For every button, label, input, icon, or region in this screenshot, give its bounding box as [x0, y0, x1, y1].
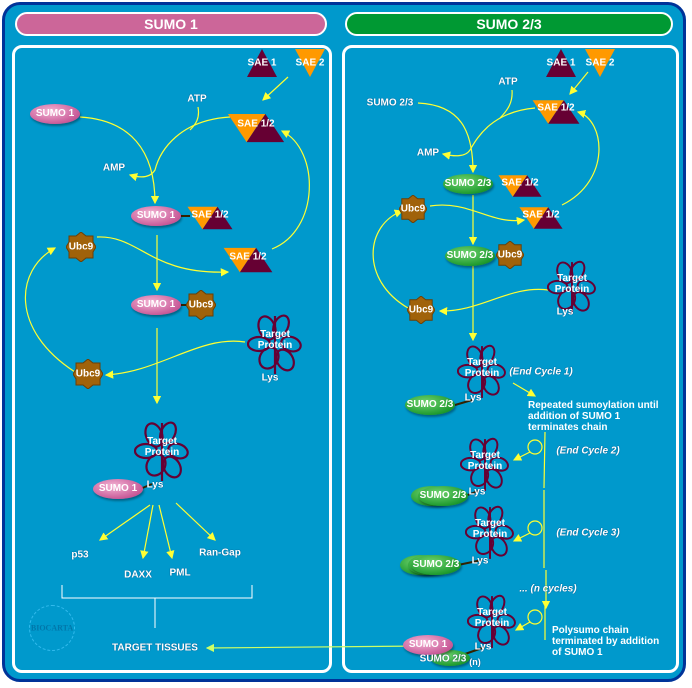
lys-label: Lys: [556, 306, 574, 318]
sumo23-chain-bead: [430, 650, 470, 666]
cycle-line: [544, 431, 546, 608]
n-subscript: (n): [469, 657, 481, 667]
arrow-ubc9-to-sae12-r: [429, 204, 526, 226]
ubc9-node: Ubc9: [407, 296, 435, 324]
arrow-end-cycle1: [512, 382, 537, 397]
arrow-sae2-to-sae12: [262, 76, 289, 101]
amp-label: AMP: [102, 162, 126, 174]
sae12-node: SAE 1/2: [222, 246, 274, 274]
sumo1-node: SUMO 1: [131, 206, 181, 226]
sumo1-node: SUMO 1: [403, 635, 453, 655]
end-cycle-2: (End Cycle 2): [556, 445, 620, 457]
sumo1-panel: [12, 45, 332, 673]
sae12-node: SAE 1/2: [226, 113, 286, 143]
sumo1-node: SUMO 1: [131, 295, 181, 315]
ubc9-node: Ubc9: [496, 241, 524, 269]
sae12-node: SAE 1/2: [518, 206, 564, 230]
target-tissues-label: TARGET TISSUES: [112, 642, 198, 654]
lys-label: Lys: [261, 372, 279, 384]
arrow-atp-r: [499, 89, 513, 119]
target-pml: PML: [169, 567, 191, 579]
arrow-sae12-to-amp-r: [441, 107, 536, 160]
lys-label: Lys: [146, 479, 164, 491]
cycle-loop-3: [527, 520, 543, 536]
cycle-loop-2: [527, 439, 543, 455]
cycle-loop-n: [527, 609, 543, 625]
sae12-node: SAE 1/2: [186, 205, 234, 231]
arrow-to-target-tissues: [205, 643, 426, 653]
atp-label: ATP: [187, 93, 207, 105]
arrow-ubc9-recycle-r: [372, 209, 409, 309]
sae1-node: SAE 1: [247, 49, 277, 77]
lys-label: Lys: [464, 392, 482, 404]
lys-label: Lys: [471, 555, 489, 567]
ubc9-node: Ubc9: [399, 195, 427, 223]
sumo23-node: SUMO 2/3: [445, 246, 495, 266]
sumo1-node: SUMO 1: [30, 104, 80, 124]
lys-bond: [139, 215, 486, 655]
sumo23-label: SUMO 2/3: [366, 97, 414, 109]
arrow-sae2-to-sae12-r: [569, 71, 589, 95]
arrow-ubc9-to-sae12: [96, 236, 230, 277]
target-rangap: Ran-Gap: [199, 547, 241, 559]
sumo23-label: SUMO 2/3: [419, 653, 467, 665]
sae12-node: SAE 1/2: [497, 174, 543, 198]
target-p53: p53: [71, 549, 89, 561]
arrow-to-rangap: [175, 502, 216, 541]
arrow-protein-to-ubc9-r: [438, 288, 549, 316]
sumo23-node: SUMO 2/3: [418, 486, 468, 506]
sae1-node: SAE 1: [546, 49, 576, 77]
arrow-sumo1-to-complex: [79, 116, 160, 205]
ubc9-node: Ubc9: [73, 359, 103, 389]
arrow-sae12-to-amp: [128, 116, 231, 182]
arrow-to-daxx: [140, 504, 154, 560]
bracket: [61, 585, 253, 628]
lys-label: Lys: [474, 641, 492, 653]
end-cycle-3: (End Cycle 3): [556, 527, 620, 539]
sumo23-panel: [342, 45, 679, 673]
end-cycle-1: (End Cycle 1): [509, 366, 573, 378]
biocarta-logo: BIOCARTA: [29, 605, 75, 651]
sumo1-header: SUMO 1: [15, 12, 327, 36]
arrow-atp: [189, 106, 200, 131]
atp-label: ATP: [498, 76, 518, 88]
sumo23-node: SUMO 2/3: [411, 555, 461, 575]
sumo23-node: SUMO 2/3: [405, 395, 455, 415]
ubc9-node: Ubc9: [66, 232, 96, 262]
sae2-node: SAE 2: [295, 49, 325, 77]
sae12-node: SAE 1/2: [531, 99, 581, 125]
amp-label: AMP: [416, 147, 440, 159]
lys-label: Lys: [468, 486, 486, 498]
sae2-node: SAE 2: [585, 49, 615, 77]
arrow-to-pml: [158, 504, 175, 560]
sumo1-node: SUMO 1: [93, 479, 143, 499]
arrow-sae12-recycle: [271, 130, 310, 250]
arrow-sae12-recycle-r: [561, 110, 600, 206]
sumo23-header: SUMO 2/3: [345, 12, 673, 36]
ubc9-node: Ubc9: [186, 290, 216, 320]
arrow-ubc9-recycle: [25, 247, 76, 373]
n-cycles-label: ... (n cycles): [519, 583, 577, 595]
arrow-protein-to-ubc9: [104, 340, 246, 379]
arrow-to-p53: [99, 504, 151, 541]
sumo23-node: SUMO 2/3: [443, 174, 493, 194]
target-daxx: DAXX: [124, 569, 152, 581]
arrow-sumo23-to-complex: [417, 102, 478, 174]
